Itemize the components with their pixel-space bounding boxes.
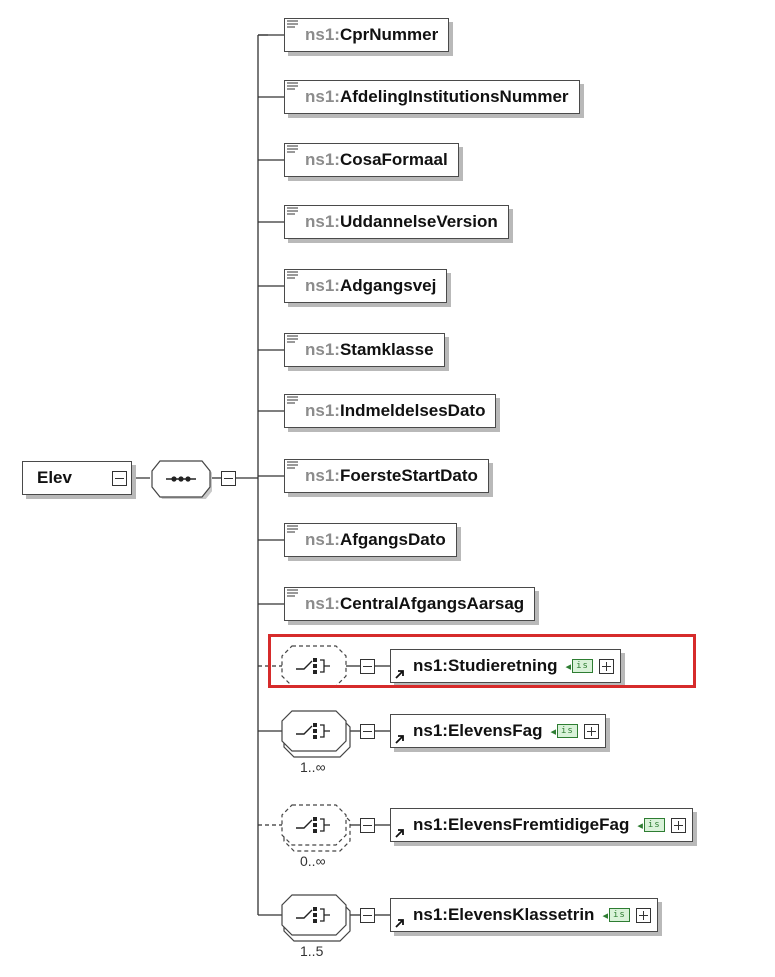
namespace-prefix: ns1:: [413, 656, 448, 675]
element-name: Stamklasse: [339, 340, 434, 359]
simple-type-badge: ◂is: [566, 659, 593, 673]
element-name: Adgangsvej: [339, 276, 437, 295]
element-name: CentralAfgangsAarsag: [339, 594, 525, 613]
root-element-elev[interactable]: Elev: [22, 461, 132, 495]
element-cprnummer[interactable]: ns1:CprNummer: [284, 18, 450, 52]
badge-arrow-icon: ◂: [602, 909, 608, 922]
element-elevensklassetrin[interactable]: ns1:ElevensKlassetrin ◂is: [390, 898, 658, 932]
badge-text: is: [608, 908, 630, 922]
expand-icon[interactable]: [635, 907, 651, 923]
namespace-prefix: ns1:: [305, 401, 340, 420]
namespace-prefix: ns1:: [413, 905, 448, 924]
expand-icon[interactable]: [583, 723, 599, 739]
element-name: AfgangsDato: [339, 530, 446, 549]
choice-collapse-toggle[interactable]: [360, 724, 375, 739]
badge-arrow-icon: ◂: [637, 819, 643, 832]
element-studieretning[interactable]: ns1:Studieretning ◂is: [390, 649, 621, 683]
root-collapse-toggle[interactable]: [112, 471, 127, 486]
element-doc-icon: [287, 589, 298, 597]
element-name: Studieretning: [447, 656, 558, 675]
expand-icon[interactable]: [670, 817, 686, 833]
expand-icon[interactable]: [598, 658, 614, 674]
element-doc-icon: [287, 20, 298, 28]
element-foerstestartdato[interactable]: ns1:FoersteStartDato: [284, 459, 489, 493]
reference-arrow-icon: [395, 829, 404, 838]
element-doc-icon: [287, 82, 298, 90]
reference-arrow-icon: [395, 670, 404, 679]
element-uddannelseversion[interactable]: ns1:UddannelseVersion: [284, 205, 509, 239]
namespace-prefix: ns1:: [413, 815, 448, 834]
namespace-prefix: ns1:: [305, 594, 340, 613]
element-doc-icon: [287, 145, 298, 153]
namespace-prefix: ns1:: [305, 87, 340, 106]
element-name: AfdelingInstitutionsNummer: [339, 87, 569, 106]
element-name: CosaFormaal: [339, 150, 448, 169]
choice-collapse-toggle[interactable]: [360, 818, 375, 833]
namespace-prefix: ns1:: [305, 25, 340, 44]
element-name: ElevensFremtidigeFag: [447, 815, 630, 834]
element-name: UddannelseVersion: [339, 212, 498, 231]
sequence-collapse-toggle[interactable]: [221, 471, 236, 486]
element-afgangsdato[interactable]: ns1:AfgangsDato: [284, 523, 457, 557]
element-name: ElevensKlassetrin: [447, 905, 595, 924]
element-name: FoersteStartDato: [339, 466, 478, 485]
choice-compositor-icon[interactable]: [280, 709, 360, 765]
simple-type-badge: ◂is: [550, 724, 578, 738]
namespace-prefix: ns1:: [305, 276, 340, 295]
element-doc-icon: [287, 525, 298, 533]
namespace-prefix: ns1:: [305, 150, 340, 169]
element-elevensfremtidigefag[interactable]: ns1:ElevensFremtidigeFag ◂is: [390, 808, 693, 842]
badge-text: is: [557, 724, 578, 738]
choice-collapse-toggle[interactable]: [360, 659, 375, 674]
badge-text: is: [572, 659, 593, 673]
choice-collapse-toggle[interactable]: [360, 908, 375, 923]
reference-arrow-icon: [395, 735, 404, 744]
simple-type-badge: ◂is: [602, 908, 630, 922]
element-centralafgangsaarsag[interactable]: ns1:CentralAfgangsAarsag: [284, 587, 536, 621]
element-stamklasse[interactable]: ns1:Stamklasse: [284, 333, 445, 367]
element-doc-icon: [287, 271, 298, 279]
element-doc-icon: [287, 396, 298, 404]
badge-arrow-icon: ◂: [550, 725, 556, 738]
occurrence-label: 0..∞: [300, 853, 326, 869]
element-doc-icon: [287, 335, 298, 343]
element-elevensfag[interactable]: ns1:ElevensFag ◂is: [390, 714, 606, 748]
element-indmeldelsesdato[interactable]: ns1:IndmeldelsesDato: [284, 394, 497, 428]
namespace-prefix: ns1:: [305, 466, 340, 485]
choice-compositor-icon[interactable]: [280, 893, 360, 949]
simple-type-badge: ◂is: [637, 818, 665, 832]
element-name: IndmeldelsesDato: [339, 401, 486, 420]
element-afdelinginstitutionsnummer[interactable]: ns1:AfdelingInstitutionsNummer: [284, 80, 580, 114]
highlight-rectangle: [268, 634, 696, 688]
namespace-prefix: ns1:: [305, 530, 340, 549]
reference-arrow-icon: [395, 919, 404, 928]
namespace-prefix: ns1:: [305, 340, 340, 359]
sequence-compositor-icon[interactable]: [150, 459, 212, 499]
choice-compositor-icon[interactable]: [280, 803, 360, 859]
element-name: CprNummer: [339, 25, 439, 44]
element-doc-icon: [287, 461, 298, 469]
element-cosaformaal[interactable]: ns1:CosaFormaal: [284, 143, 459, 177]
badge-text: is: [643, 818, 665, 832]
occurrence-label: 1..5: [300, 943, 324, 959]
root-element-label: Elev: [37, 468, 72, 487]
element-name: ElevensFag: [447, 721, 543, 740]
element-adgangsvej[interactable]: ns1:Adgangsvej: [284, 269, 448, 303]
badge-arrow-icon: ◂: [565, 660, 572, 673]
namespace-prefix: ns1:: [413, 721, 448, 740]
element-doc-icon: [287, 207, 298, 215]
namespace-prefix: ns1:: [305, 212, 340, 231]
occurrence-label: 1..∞: [300, 759, 326, 775]
